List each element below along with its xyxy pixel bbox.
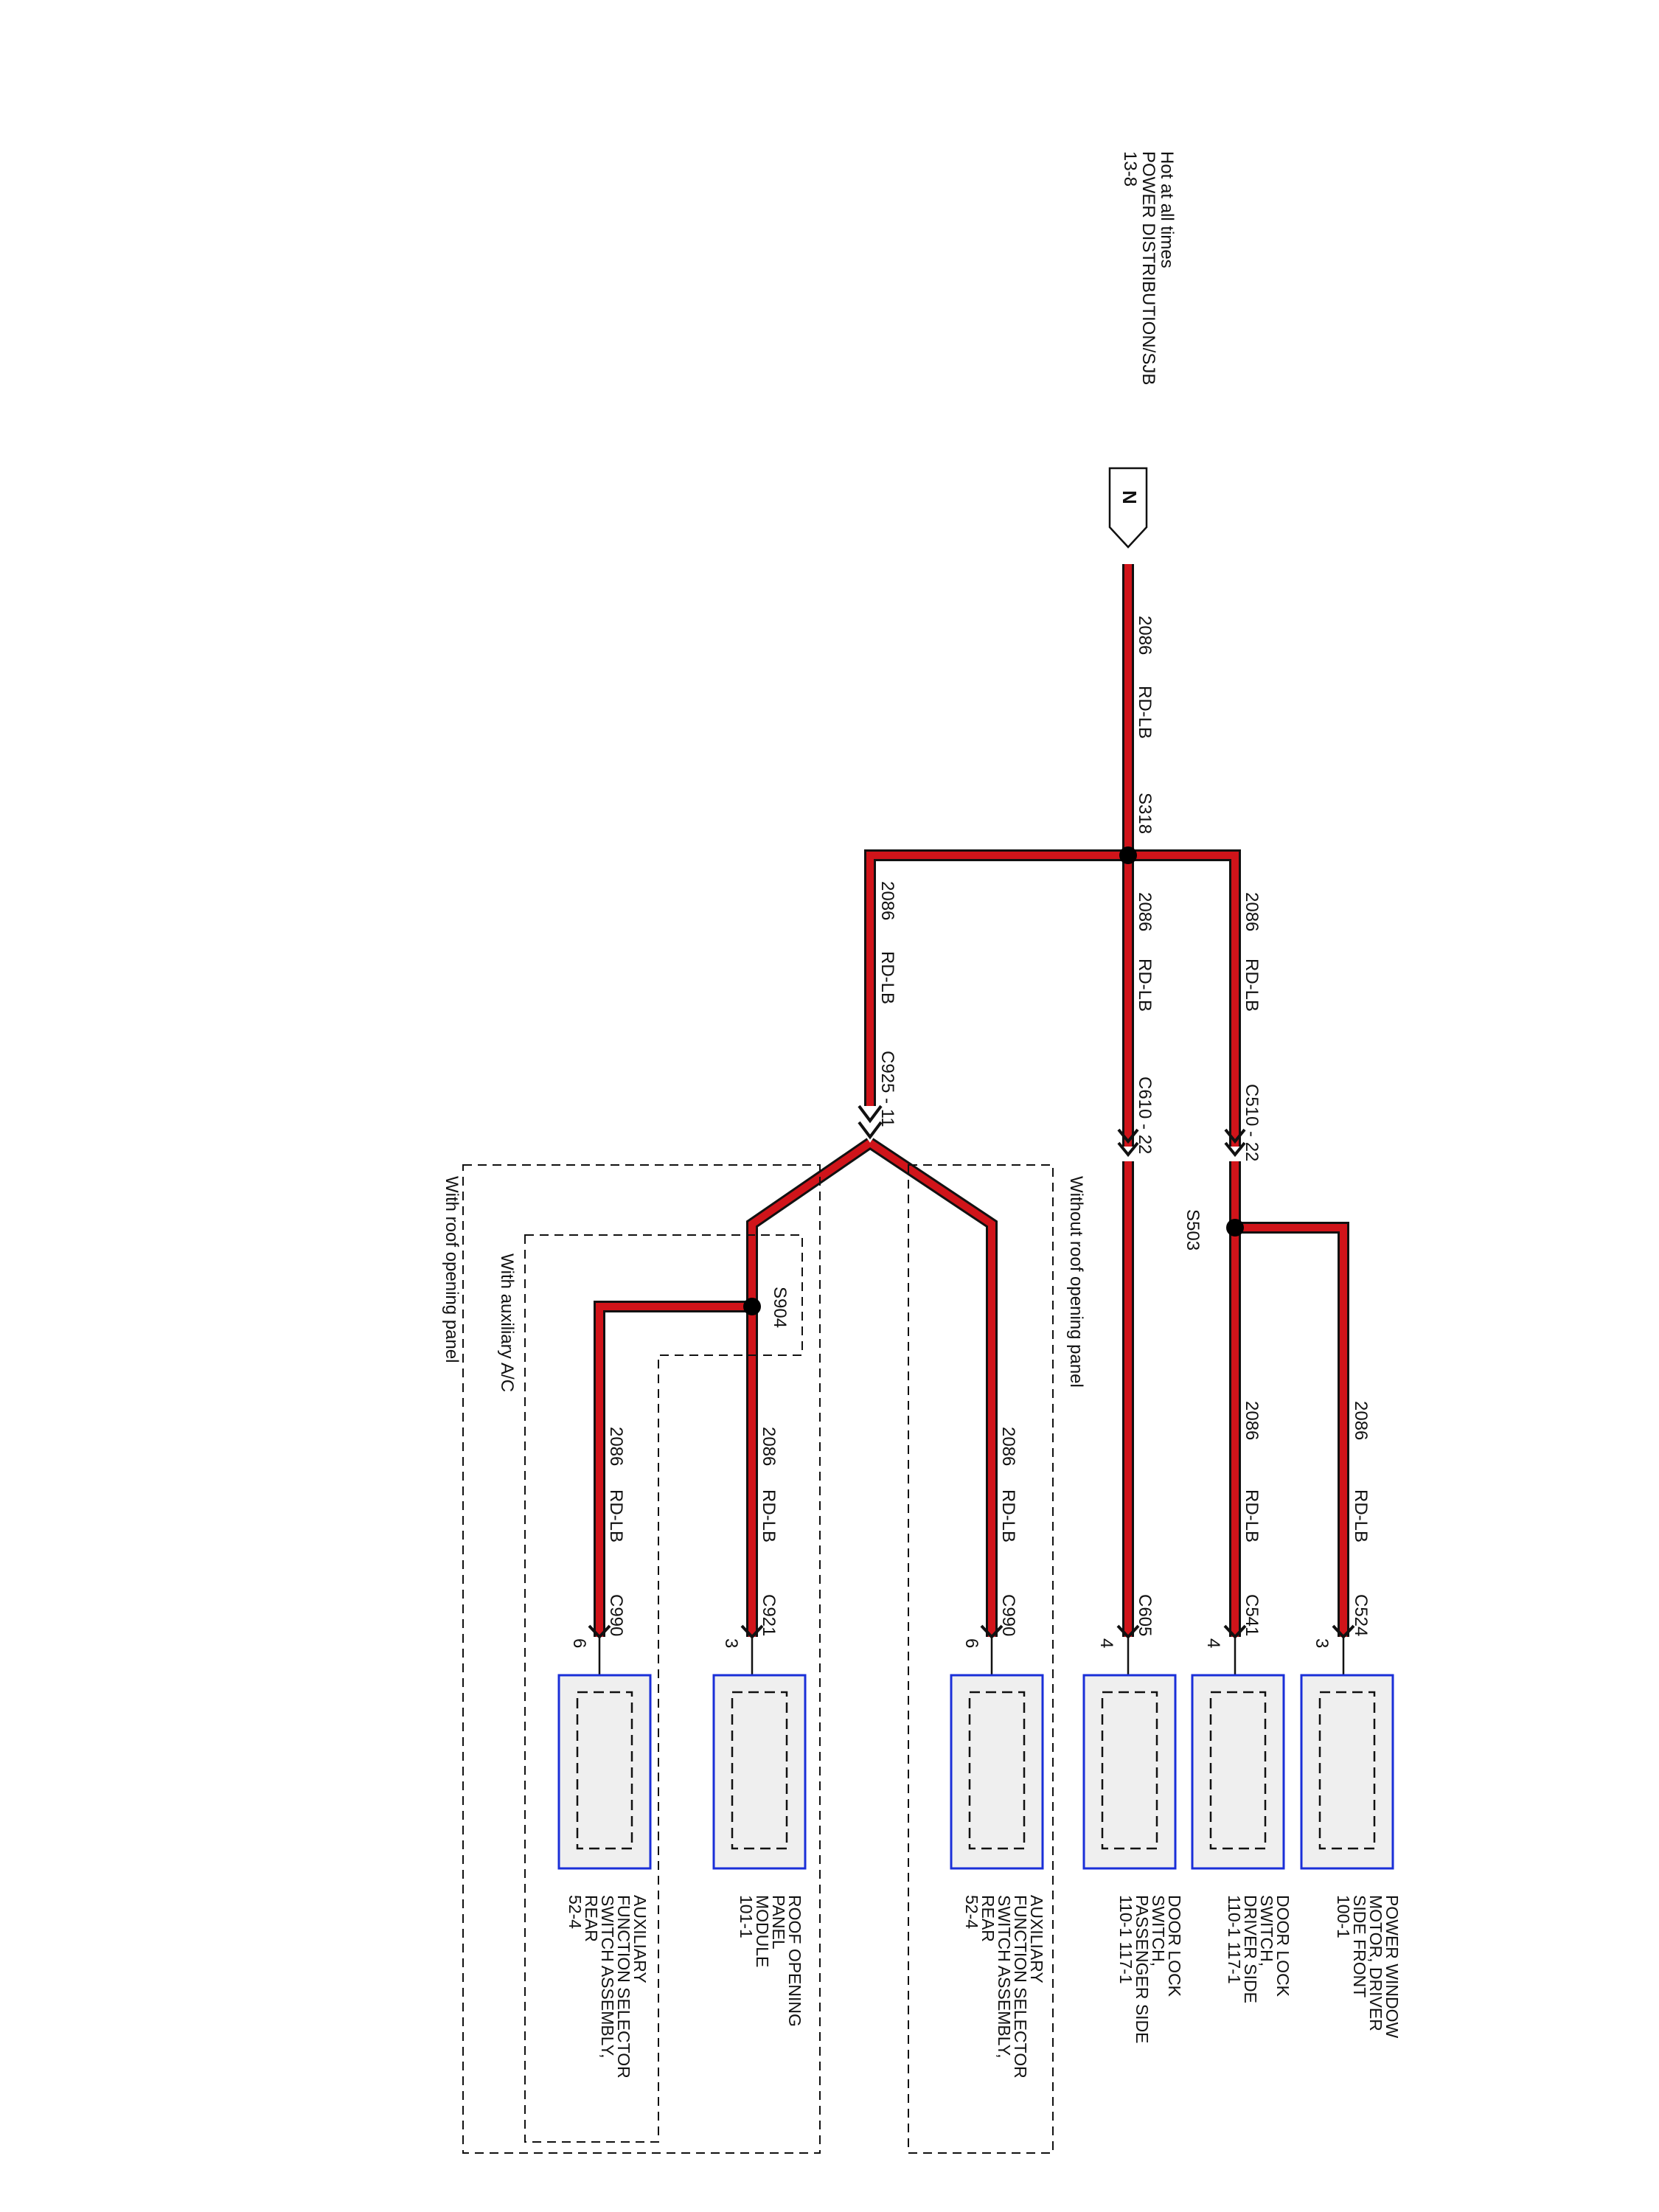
- component-connector-label: C605: [1135, 1594, 1155, 1636]
- wire-circuit-label: 2086: [1135, 616, 1155, 655]
- source-connector-letter: N: [1119, 490, 1141, 504]
- component-name-line: MODULE: [753, 1895, 772, 1967]
- component-name-line: SIDE FRONT: [1350, 1895, 1369, 1997]
- component-connector-label: C541: [1242, 1594, 1262, 1636]
- component-name-line: ROOF OPENING: [785, 1895, 804, 2027]
- component-name-line: DOOR LOCK: [1165, 1895, 1184, 1997]
- source-line-1: Hot at all times: [1157, 151, 1177, 268]
- component-connector-label: C990: [998, 1594, 1018, 1636]
- component-name-line: 110-1 117-1: [1116, 1895, 1135, 1984]
- component-door-lock-switch-driver: C541 4 DOOR LOCK SWITCH, DRIVER SIDE 110…: [1191, 1594, 1293, 2003]
- splice-s503: [1226, 1219, 1244, 1237]
- wire-color-label: RD-LB: [1242, 959, 1262, 1012]
- wire-color-label: RD-LB: [877, 951, 897, 1004]
- component-door-lock-switch-passenger: C605 4 DOOR LOCK SWITCH, PASSENGER SIDE …: [1082, 1594, 1184, 2044]
- option-label-without-roof: Without roof opening panel: [1066, 1176, 1086, 1388]
- wire-color-label: RD-LB: [606, 1489, 626, 1543]
- component-power-window-motor: C524 3 POWER WINDOW MOTOR, DRIVER SIDE F…: [1300, 1594, 1402, 2038]
- inline-connector-c925: [858, 1105, 883, 1140]
- wire-circuit-label: 2086: [877, 881, 897, 920]
- component-name-line: AUXILIARY: [630, 1895, 650, 1983]
- component-name-line: DOOR LOCK: [1273, 1895, 1293, 1997]
- splice-s503-label: S503: [1183, 1209, 1203, 1251]
- wire-circuit-label: 2086: [606, 1427, 626, 1466]
- component-pin-label: 3: [721, 1638, 741, 1648]
- component-name-line: MOTOR, DRIVER: [1366, 1895, 1385, 2031]
- wire-circuit-label: 2086: [1351, 1401, 1371, 1440]
- option-box-without-roof: [908, 1164, 1054, 2154]
- source-line-3: 13-8: [1120, 151, 1140, 187]
- component-pin-label: 3: [1312, 1638, 1332, 1648]
- component-name-line: SWITCH ASSEMBLY,: [598, 1895, 617, 2059]
- inline-connector-c510: [1224, 1128, 1246, 1158]
- component-name-line: 52-4: [962, 1895, 981, 1929]
- component-name-line: DRIVER SIDE: [1241, 1895, 1260, 2003]
- component-name-line: PANEL: [769, 1895, 788, 1950]
- component-name-line: AUXILIARY: [1027, 1895, 1046, 1983]
- component-connector-label: C524: [1351, 1594, 1371, 1636]
- wire-red: [596, 564, 1347, 1637]
- wire-circuit-label: 2086: [998, 1427, 1018, 1466]
- component-name-line: 110-1 117-1: [1225, 1895, 1244, 1984]
- component-name-line: FUNCTION SELECTOR: [1011, 1895, 1030, 2079]
- wire-circuit-label: 2086: [1135, 892, 1155, 931]
- wire-color-label: RD-LB: [998, 1489, 1018, 1543]
- component-name-line: 100-1: [1334, 1895, 1353, 1938]
- component-name-line: REAR: [978, 1895, 998, 1942]
- wire-circuit-label: 2086: [1242, 892, 1262, 931]
- wire-color-label: RD-LB: [759, 1489, 779, 1543]
- splice-s904-label: S904: [770, 1287, 790, 1328]
- component-name-line: FUNCTION SELECTOR: [614, 1895, 633, 2079]
- splice-s318: [1119, 846, 1137, 864]
- component-aux-function-selector-1: C990 6 AUXILIARY FUNCTION SELECTOR SWITC…: [950, 1594, 1046, 2079]
- wire-circuit-label: 2086: [1242, 1401, 1262, 1440]
- component-roof-opening-panel-module: C921 3 ROOF OPENING PANEL MODULE 101-1: [712, 1594, 807, 2027]
- option-label-with-aux-ac: With auxiliary A/C: [497, 1253, 517, 1392]
- wire-color-label: RD-LB: [1351, 1489, 1371, 1543]
- component-name-line: POWER WINDOW: [1382, 1895, 1402, 2038]
- wire-circuit-label: 2086: [759, 1427, 779, 1466]
- inline-connector-c610-label: C610 - 22: [1135, 1077, 1155, 1154]
- inline-connector-c610: [1117, 1128, 1139, 1158]
- component-aux-function-selector-2: C990 6 AUXILIARY FUNCTION SELECTOR SWITC…: [557, 1594, 652, 2079]
- component-pin-label: 6: [569, 1638, 589, 1648]
- wire-color-label: RD-LB: [1242, 1489, 1262, 1543]
- component-connector-label: C990: [606, 1594, 626, 1636]
- option-box-with-aux-ac: [524, 1234, 803, 2143]
- component-connector-label: C921: [759, 1594, 779, 1636]
- option-box-with-roof: [462, 1164, 821, 2154]
- component-name-line: PASSENGER SIDE: [1133, 1895, 1152, 2044]
- inline-connector-c925-label: C925 - 11: [877, 1051, 897, 1127]
- component-name-line: SWITCH,: [1257, 1895, 1276, 1966]
- splice-s904: [743, 1298, 761, 1315]
- component-name-line: SWITCH ASSEMBLY,: [995, 1895, 1014, 2059]
- component-name-line: 52-4: [566, 1895, 585, 1929]
- component-pin-label: 4: [1096, 1638, 1116, 1648]
- component-name-line: SWITCH,: [1149, 1895, 1168, 1966]
- component-pin-label: 4: [1203, 1638, 1223, 1648]
- option-label-with-roof: With roof opening panel: [442, 1176, 462, 1363]
- component-pin-label: 6: [961, 1638, 981, 1648]
- wire-color-label: RD-LB: [1135, 959, 1155, 1012]
- source-line-2: POWER DISTRIBUTION/SJB: [1138, 151, 1158, 385]
- component-name-line: 101-1: [737, 1895, 756, 1938]
- inline-connector-c510-label: C510 - 22: [1242, 1084, 1262, 1161]
- source-connector: [1108, 467, 1148, 549]
- splice-s318-label: S318: [1135, 793, 1155, 834]
- component-name-line: REAR: [582, 1895, 601, 1942]
- wire-color-label: RD-LB: [1135, 686, 1155, 739]
